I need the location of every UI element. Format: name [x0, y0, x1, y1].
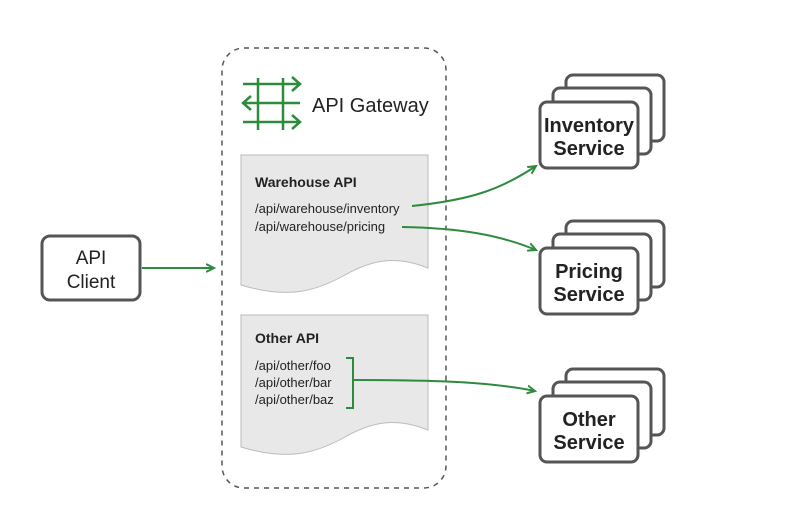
other-route-bar: /api/other/bar [255, 375, 332, 390]
inventory-route-arrow [411, 166, 536, 207]
other-route-foo: /api/other/foo [255, 358, 331, 373]
other-routes-bracket [346, 357, 354, 409]
api-client-box: API Client [40, 234, 142, 302]
other-api-heading: Other API [255, 330, 319, 346]
other-service-label-line2: Service [553, 432, 624, 454]
other-api-document: Other API /api/other/foo /api/other/bar … [240, 314, 429, 455]
warehouse-route-inventory: /api/warehouse/inventory [255, 201, 400, 216]
other-route-baz: /api/other/baz [255, 392, 334, 407]
api-client-label-line1: API [76, 248, 107, 269]
gateway-title: API Gateway [312, 95, 429, 117]
pricing-route-arrow [401, 226, 536, 250]
warehouse-api-heading: Warehouse API [255, 174, 357, 190]
inventory-service-label-line2: Service [553, 138, 624, 160]
pricing-service-label-line2: Service [553, 284, 624, 306]
inventory-service-label-line1: Inventory [544, 115, 635, 137]
pricing-service-label-line1: Pricing [555, 261, 623, 283]
inventory-service-stack: Inventory Service [538, 73, 666, 170]
pricing-service-stack: Pricing Service [538, 219, 666, 316]
warehouse-api-document: Warehouse API /api/warehouse/inventory /… [240, 154, 429, 293]
gateway-arrows-icon [241, 76, 302, 130]
api-client-label-line2: Client [67, 272, 116, 293]
other-service-label-line1: Other [562, 409, 616, 431]
api-gateway-container: API Gateway Warehouse API /api/warehouse… [221, 47, 447, 489]
other-routes-arrow [352, 379, 535, 391]
warehouse-route-pricing: /api/warehouse/pricing [255, 219, 385, 234]
other-service-stack: Other Service [538, 367, 666, 464]
